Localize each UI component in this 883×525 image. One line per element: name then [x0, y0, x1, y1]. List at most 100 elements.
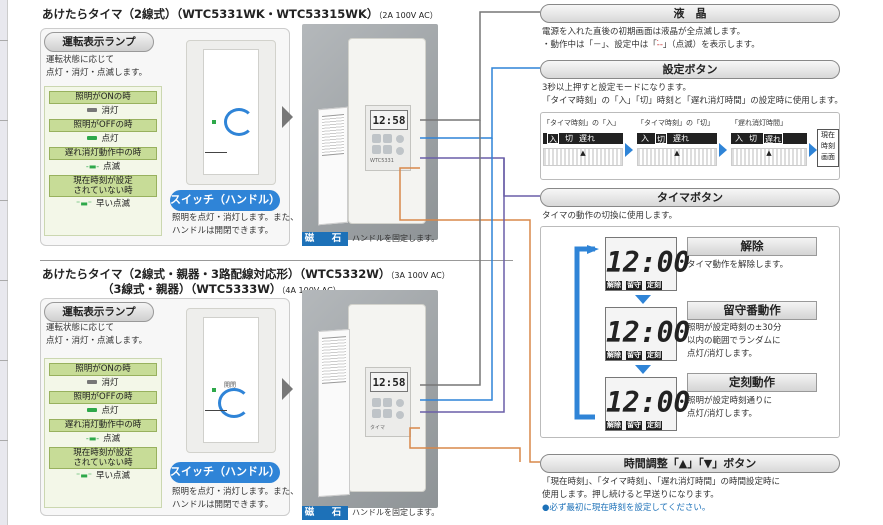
lamp-state: 点滅: [103, 162, 121, 172]
lamp-row-header: 遅れ消灯動作中の時: [49, 147, 157, 160]
lamp-desc: 運転状態に応じて点灯・消灯・点滅します。: [46, 55, 148, 78]
device-sub: タイマ: [370, 425, 386, 431]
lamp-label: 運転表示ランプ: [44, 302, 154, 322]
led-on-icon: [87, 136, 98, 140]
lamp-state: 点灯: [101, 406, 119, 416]
led-fast-blink-icon: ⁼▬⁼: [75, 470, 92, 480]
lcd-tag: 解除: [606, 421, 622, 430]
rotate-arrow-icon: [218, 388, 250, 418]
section-divider: [40, 260, 513, 261]
operation-led: [212, 388, 216, 392]
lcd-tag: 留守: [626, 281, 642, 290]
lcd-tag: 定刻: [646, 351, 662, 360]
timer-modes-panel: 12:00 解除 留守 定刻 解除 タイマ動作を解除します。 12:00 解除 …: [540, 226, 840, 438]
lcd-tag: 定刻: [646, 281, 662, 290]
settings-button[interactable]: [396, 135, 404, 143]
lamp-state: 早い点滅: [96, 471, 131, 481]
settings-section-title: 設定ボタン: [540, 60, 840, 79]
lamp-state: 点灯: [101, 134, 119, 144]
timer-section-title: タイマボタン: [540, 188, 840, 207]
device-plate: 12:58 WTC5331: [348, 38, 426, 224]
settings-step: 「タイマ時刻」の「切」 入切遅れ ▲: [637, 117, 717, 173]
led-blink-icon: -▬-: [85, 161, 100, 171]
device-panel: 12:58 タイマ: [365, 367, 411, 437]
device-btn[interactable]: [383, 409, 392, 418]
device-model: WTC5331: [370, 158, 394, 164]
open-handle[interactable]: [318, 106, 348, 226]
lamp-state: 消灯: [101, 106, 119, 116]
magnet-label: 磁 石: [302, 232, 348, 246]
time-adjust-note: ●必ず最初に現在時刻を設定してください。: [542, 503, 711, 513]
down-arrow-icon: [635, 295, 651, 304]
device-btn[interactable]: [372, 409, 381, 418]
device-plate: 12:58 タイマ: [348, 304, 426, 492]
settings-desc-1: 3秒以上押すと設定モードになります。: [542, 83, 692, 93]
connector-lines: [399, 11, 540, 463]
arrow-right-icon: [282, 106, 293, 128]
time-adjust-desc-1: 「現在時刻」、「タイマ時刻」、「遅れ消灯時間」の時間設定時に: [542, 477, 781, 487]
lamp-row-header: 照明がONの時: [49, 363, 157, 376]
magnet-desc: ハンドルを固定します。: [352, 508, 440, 517]
lamp-row-header: 遅れ消灯動作中の時: [49, 419, 157, 432]
timer-button[interactable]: [396, 411, 404, 419]
device-btn[interactable]: [383, 145, 392, 154]
led-off-icon: [87, 108, 98, 112]
lcd-section-title: 液 晶: [540, 4, 840, 23]
top-title: あけたらタイマ（2線式）（WTC5331WK・WTC53315WK）（2A 10…: [42, 7, 438, 21]
lamp-leader: [205, 410, 227, 411]
lamp-state: 点滅: [103, 434, 121, 444]
timer-desc: タイマの動作の切換に使用します。: [542, 211, 678, 221]
current-time-screen: 現在時刻画面: [817, 129, 839, 167]
magnet-label: 磁 石: [302, 506, 348, 520]
settings-desc-2: 「タイマ時刻」の「入」「切」時刻と「遅れ消灯時間」の設定時に使用します。: [542, 96, 843, 106]
lamp-label: 運転表示ランプ: [44, 32, 154, 52]
timer-lcd: 12:00 解除 留守 定刻: [605, 237, 690, 291]
plate-text: 開閉: [224, 382, 237, 389]
device-photo-top: 12:58 WTC5331: [302, 24, 438, 240]
flow-arrow-icon: [809, 143, 817, 157]
device-btn[interactable]: [372, 134, 381, 143]
switch-plate-bottom: 開閉: [186, 308, 276, 453]
led-off-icon: [87, 380, 98, 384]
lamp-row-header: 現在時刻が設定されていない時: [49, 447, 157, 469]
device-lcd: 12:58: [370, 372, 408, 392]
mode-title: 定刻動作: [687, 373, 817, 392]
flow-arrow-icon: [625, 143, 633, 157]
timer-button[interactable]: [396, 147, 404, 155]
device-panel: 12:58 WTC5331: [365, 105, 411, 171]
mode-title: 留守番動作: [687, 301, 817, 320]
device-btn[interactable]: [372, 145, 381, 154]
timer-lcd: 12:00 解除 留守 定刻: [605, 307, 690, 361]
lamp-states-bottom: 照明がONの時 消灯 照明がOFFの時 点灯 遅れ消灯動作中の時 -▬-点滅 現…: [44, 358, 162, 508]
switch-plate-top: [186, 40, 276, 185]
flow-arrow-icon: [719, 143, 727, 157]
settings-step: 「タイマ時刻」の「入」 入切遅れ ▲: [543, 117, 623, 173]
time-adjust-title: 時間調整「▲」「▼」ボタン: [540, 454, 840, 473]
led-fast-blink-icon: ⁼▬⁼: [75, 198, 92, 208]
settings-button[interactable]: [396, 399, 404, 407]
switch-handle[interactable]: [203, 49, 259, 175]
switch-label: スイッチ（ハンドル）: [170, 462, 280, 483]
device-btn[interactable]: [383, 134, 392, 143]
lcd-tag: 解除: [606, 281, 622, 290]
settings-step: 「遅れ消灯時間」 入切遅れ ▲: [731, 117, 807, 173]
lcd-desc-1: 電源を入れた直後の初期画面は液晶が全点滅します。: [542, 27, 746, 37]
device-btn[interactable]: [372, 398, 381, 407]
switch-handle[interactable]: 開閉: [203, 317, 259, 443]
device-photo-bottom: 12:58 タイマ: [302, 290, 438, 508]
lamp-row-header: 照明がONの時: [49, 91, 157, 104]
settings-flow: 「タイマ時刻」の「入」 入切遅れ ▲ 「タイマ時刻」の「切」 入切遅れ ▲ 「遅…: [540, 112, 840, 180]
mode-desc: 照明が設定時刻の±30分以内の範囲でランダムに点灯/消灯します。: [687, 323, 782, 359]
lcd-tag: 定刻: [646, 421, 662, 430]
device-btn[interactable]: [383, 398, 392, 407]
lamp-desc: 運転状態に応じて点灯・消灯・点滅します。: [46, 323, 148, 346]
lamp-state: 消灯: [101, 378, 119, 388]
open-handle[interactable]: [318, 328, 350, 498]
lcd-tag: 留守: [626, 351, 642, 360]
switch-desc: 照明を点灯・消灯します。また、ハンドルは開閉できます。: [172, 213, 299, 236]
mode-desc: タイマ動作を解除します。: [687, 260, 789, 270]
cycle-arrow-icon: [574, 245, 599, 420]
down-arrow-icon: [635, 365, 651, 374]
lcd-desc-2: ・動作中は「－」、設定中は「-̇-」（点滅）を表示します。: [542, 40, 760, 50]
mode-desc: 照明が設定時刻通りに点灯/消灯します。: [687, 396, 773, 419]
